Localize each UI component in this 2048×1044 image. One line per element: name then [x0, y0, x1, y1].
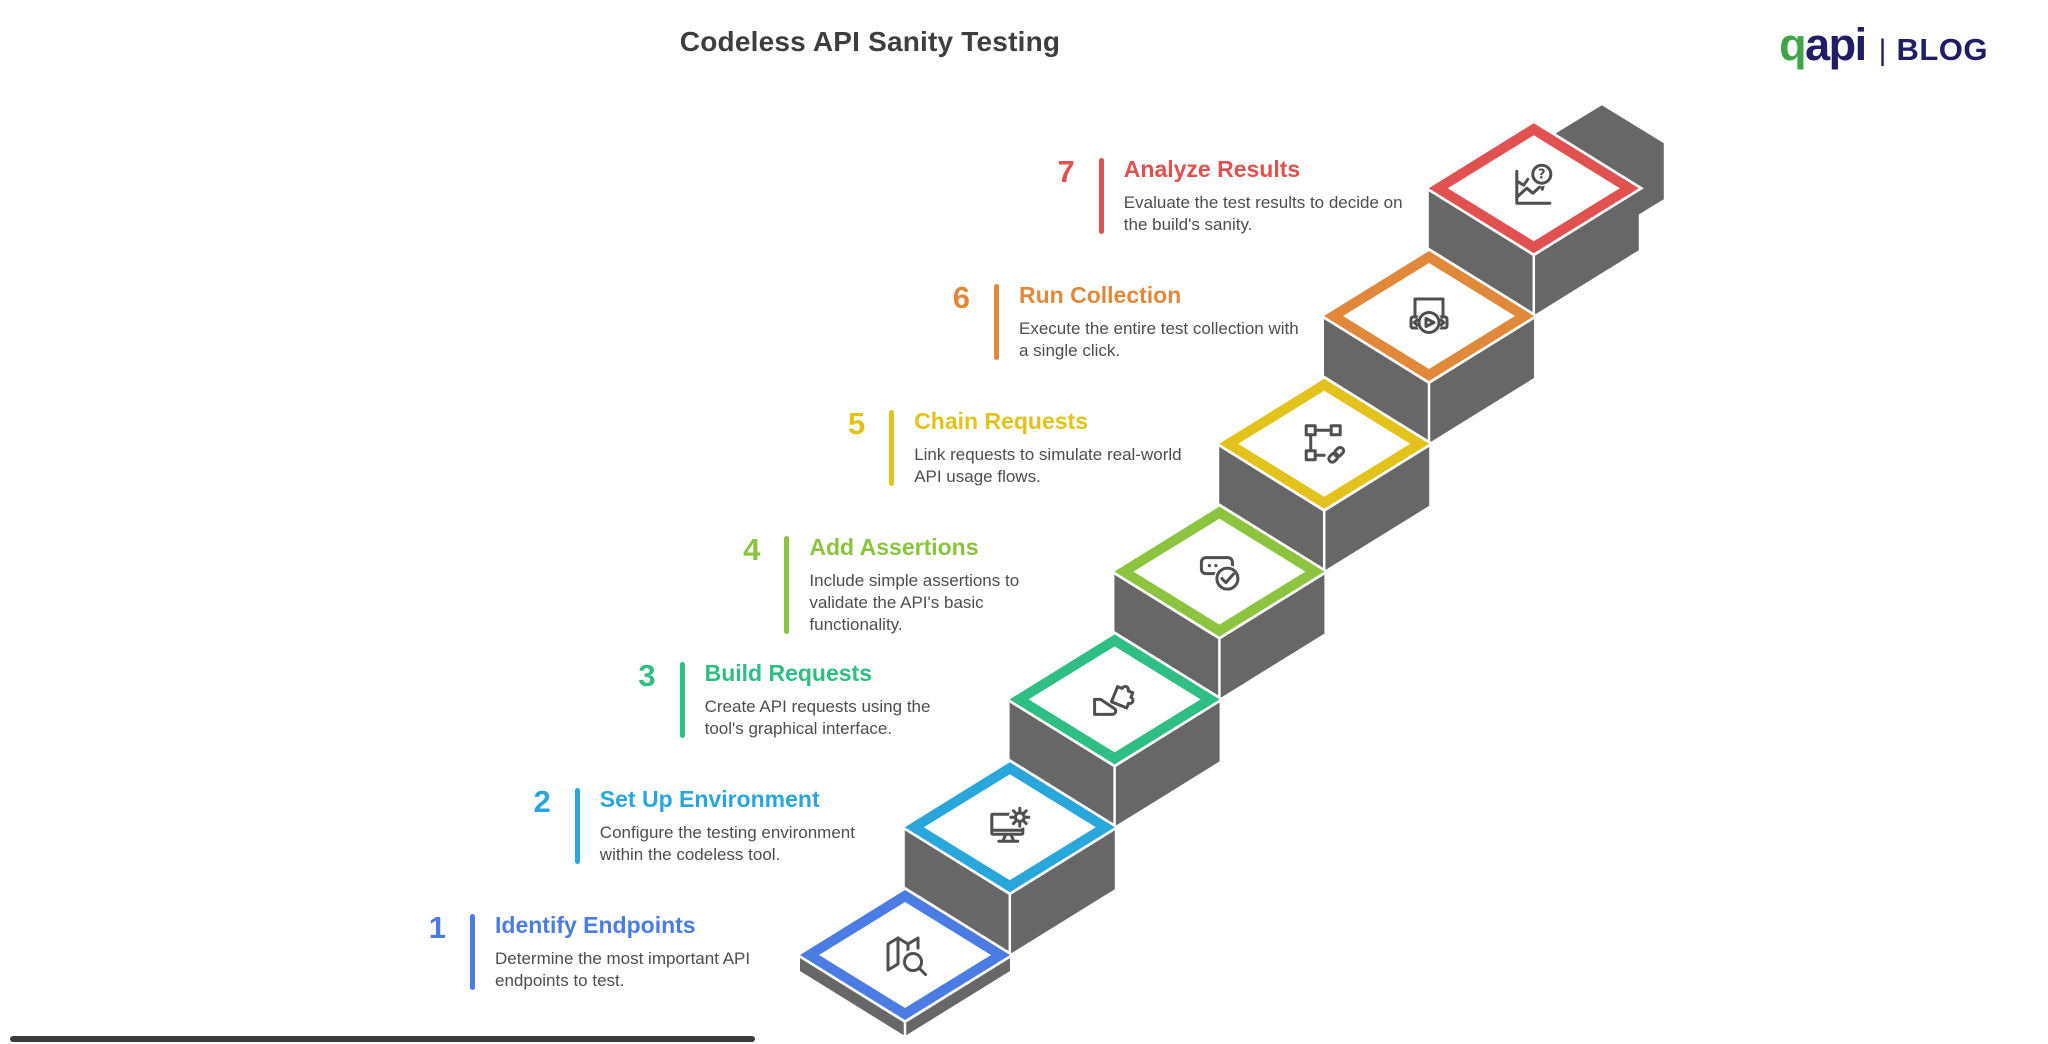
staircase-step-7: ? — [1423, 119, 1644, 316]
step-title: Identify Endpoints — [495, 912, 696, 938]
step-copy: Run Collection Execute the entire test c… — [1019, 282, 1309, 362]
step-description: Link requests to simulate real-world API… — [914, 445, 1182, 487]
step-accent-bar — [1098, 158, 1104, 235]
step-number: 6 — [952, 280, 970, 315]
step-accent-bar — [994, 284, 999, 361]
step-accent-bar — [784, 536, 790, 635]
step-copy: Set Up Environment Configure the testing… — [600, 786, 895, 866]
staircase-step-4 — [1109, 503, 1330, 699]
play-screen-icon — [1409, 297, 1449, 335]
step-copy: Identify Endpoints Determine the most im… — [495, 912, 790, 992]
step-label-block: 7 Analyze Results Evaluate the test resu… — [1031, 154, 1424, 236]
step-title: Analyze Results — [1123, 156, 1301, 182]
step-diamond-face — [1447, 135, 1620, 242]
logo-text-api: api — [1805, 19, 1867, 70]
step-title: Run Collection — [1019, 282, 1182, 308]
step-copy: Chain Requests Link requests to simulate… — [914, 408, 1184, 488]
step-copy: Build Requests Create API requests using… — [705, 660, 957, 740]
svg-text:?: ? — [1538, 168, 1546, 183]
step-diamond-face — [923, 774, 1096, 881]
step-label-block: 6 Run Collection Execute the entire test… — [926, 280, 1309, 362]
step-diamond-face — [1238, 390, 1411, 497]
hand-puzzle-icon — [1093, 685, 1135, 716]
step-label-block: 5 Chain Requests Link requests to simula… — [821, 406, 1184, 488]
staircase-step-6 — [1319, 247, 1539, 443]
step-description: Configure the testing environment within… — [599, 823, 855, 865]
step-accent-bar — [574, 788, 580, 865]
step-label-block: 1 Identify Endpoints Determine the most … — [402, 910, 790, 992]
logo-divider: | — [1878, 34, 1887, 67]
chat-check-icon — [1199, 556, 1241, 593]
step-title: Build Requests — [704, 660, 873, 686]
brand-logo[interactable]: q api | BLOG — [1779, 22, 1988, 67]
step-number: 2 — [533, 784, 551, 819]
step-description: Include simple assertions to validate th… — [809, 571, 1020, 635]
step-title: Set Up Environment — [599, 786, 820, 812]
step-number: 3 — [638, 658, 656, 693]
step-diamond-face — [1028, 646, 1201, 753]
link-nodes-icon — [1304, 424, 1346, 464]
step-title: Chain Requests — [914, 408, 1089, 434]
step-description: Determine the most important API endpoin… — [495, 949, 751, 991]
staircase-step-3 — [1004, 631, 1225, 827]
staircase-step-2 — [899, 758, 1120, 955]
step-copy: Analyze Results Evaluate the test result… — [1124, 156, 1424, 236]
map-search-icon — [886, 936, 927, 976]
staircase-step-5 — [1214, 375, 1435, 571]
step-accent-bar — [470, 914, 475, 991]
bottom-progress-bar[interactable] — [10, 1036, 755, 1042]
step-label-block: 2 Set Up Environment Configure the testi… — [507, 784, 895, 866]
step-accent-bar — [679, 662, 685, 739]
step-number: 4 — [743, 532, 761, 567]
step-accent-bar — [889, 410, 895, 487]
step-number: 7 — [1057, 154, 1075, 189]
step-number: 5 — [847, 406, 866, 441]
logo-text-blog: BLOG — [1896, 32, 1988, 67]
step-copy: Add Assertions Include simple assertions… — [809, 534, 1044, 636]
step-label-block: 3 Build Requests Create API requests usi… — [612, 658, 957, 740]
step-description: Execute the entire test collection with … — [1019, 319, 1299, 361]
step-number: 1 — [428, 910, 446, 945]
page-title: Codeless API Sanity Testing — [679, 26, 1061, 57]
step-description: Create API requests using the tool's gra… — [704, 697, 931, 739]
step-title: Add Assertions — [809, 534, 979, 560]
step-label-block: 4 Add Assertions Include simple assertio… — [716, 532, 1044, 636]
staircase-step-1 — [795, 886, 1015, 1036]
monitor-gear-icon — [990, 806, 1031, 843]
logo-letter-q: q — [1779, 19, 1807, 70]
step-description: Evaluate the test results to decide on t… — [1123, 193, 1403, 235]
chart-question-icon: ? — [1515, 162, 1554, 205]
